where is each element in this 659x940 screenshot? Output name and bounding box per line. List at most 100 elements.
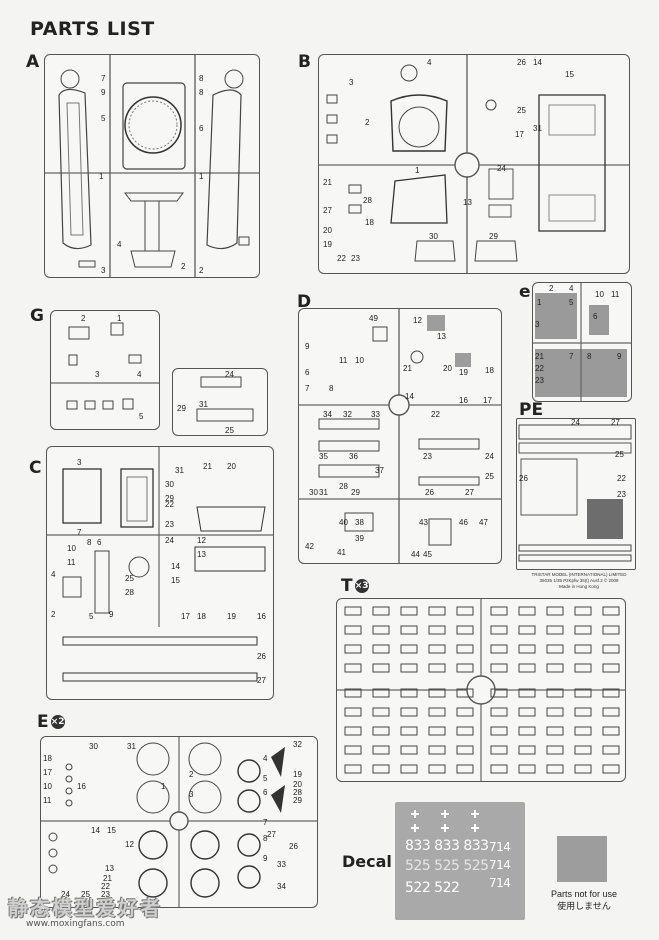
track-link	[372, 663, 390, 673]
svg-text:21: 21	[323, 178, 332, 187]
track-link	[456, 663, 474, 673]
sprue-c-drawing: 3 21 20 30 10 11 12 13 14 15 16 17 18 19…	[47, 447, 273, 685]
svg-text:1: 1	[199, 172, 204, 181]
track-link	[344, 764, 362, 774]
svg-text:19: 19	[459, 368, 468, 377]
svg-text:32: 32	[343, 410, 352, 419]
svg-text:3: 3	[77, 458, 82, 467]
section-letter-t: T	[341, 576, 353, 596]
track-link	[518, 745, 536, 755]
decal-side-2: 714	[489, 858, 511, 872]
decal-sheet: 833 833 833 525 525 525 522 522 714 714 …	[395, 802, 525, 920]
sprue-e-small-drawing: 2 1 4 5 10 11 6 3 21 22 23 7 8 9	[533, 283, 631, 401]
svg-text:23: 23	[101, 890, 110, 899]
multiplier-badge-t: ×3	[354, 579, 369, 593]
svg-text:29: 29	[165, 494, 174, 503]
sprue-b-drawing: 4 26 14 15 25 31 17 24 13 30 29 21 27 20…	[319, 55, 629, 273]
track-link	[428, 644, 446, 654]
svg-text:16: 16	[77, 782, 86, 791]
svg-text:17: 17	[43, 768, 52, 777]
svg-text:24: 24	[485, 452, 494, 461]
svg-text:28: 28	[125, 588, 134, 597]
svg-text:10: 10	[67, 544, 76, 553]
svg-text:12: 12	[125, 840, 134, 849]
track-link	[456, 625, 474, 635]
sprue-t	[336, 598, 626, 782]
svg-text:31: 31	[319, 488, 328, 497]
svg-text:30: 30	[309, 488, 318, 497]
track-link	[518, 625, 536, 635]
track-link	[490, 707, 508, 717]
svg-text:8: 8	[199, 74, 204, 83]
svg-text:2: 2	[51, 610, 56, 619]
track-link	[574, 688, 592, 698]
svg-text:8: 8	[587, 352, 592, 361]
svg-text:7: 7	[305, 384, 310, 393]
track-link	[456, 688, 474, 698]
svg-text:20: 20	[443, 364, 452, 373]
track-link	[344, 745, 362, 755]
svg-text:23: 23	[535, 376, 544, 385]
svg-text:10: 10	[595, 290, 604, 299]
svg-text:5: 5	[101, 114, 106, 123]
track-link	[602, 688, 620, 698]
svg-text:43: 43	[419, 518, 428, 527]
track-link	[574, 726, 592, 736]
parts-not-for-use-swatch	[557, 836, 607, 882]
track-link	[518, 606, 536, 616]
sprue-g: 2 1 3 4 5	[50, 310, 160, 430]
svg-text:29: 29	[293, 796, 302, 805]
track-link	[344, 688, 362, 698]
svg-text:31: 31	[175, 466, 184, 475]
track-link	[400, 707, 418, 717]
svg-text:4: 4	[137, 370, 142, 379]
section-letter-e: E	[37, 712, 49, 732]
decal-row-1: 833 833 833	[405, 838, 489, 854]
track-link	[372, 745, 390, 755]
track-link	[546, 764, 564, 774]
track-link	[546, 606, 564, 616]
page-title: PARTS LIST	[30, 18, 155, 40]
svg-text:23: 23	[165, 520, 174, 529]
svg-text:27: 27	[323, 206, 332, 215]
svg-text:7: 7	[77, 528, 82, 537]
svg-text:27: 27	[611, 419, 620, 427]
svg-text:26: 26	[517, 58, 526, 67]
svg-text:17: 17	[483, 396, 492, 405]
svg-text:47: 47	[479, 518, 488, 527]
svg-text:21: 21	[535, 352, 544, 361]
svg-text:22: 22	[535, 364, 544, 373]
track-link	[400, 644, 418, 654]
track-link	[428, 707, 446, 717]
sprue-c-small-drawing: 24 29 31 25	[177, 370, 254, 435]
multiplier-badge-e: ×2	[50, 715, 65, 729]
svg-text:26: 26	[519, 474, 528, 483]
track-link	[574, 625, 592, 635]
track-link	[456, 606, 474, 616]
track-link	[490, 726, 508, 736]
sprue-d: 49 12 13 9 11 10 20 21 19 18 14 16 17 33…	[298, 308, 502, 564]
svg-text:14: 14	[533, 58, 542, 67]
svg-text:25: 25	[225, 426, 234, 435]
svg-text:27: 27	[465, 488, 474, 497]
svg-text:10: 10	[355, 356, 364, 365]
svg-text:35: 35	[319, 452, 328, 461]
svg-text:14: 14	[405, 392, 414, 401]
svg-text:6: 6	[305, 368, 310, 377]
track-link	[428, 663, 446, 673]
svg-text:25: 25	[485, 472, 494, 481]
track-link	[546, 644, 564, 654]
svg-text:7: 7	[101, 74, 106, 83]
svg-text:30: 30	[89, 742, 98, 751]
svg-text:4: 4	[569, 284, 574, 293]
decal-side-1: 714	[489, 840, 511, 854]
svg-text:18: 18	[485, 366, 494, 375]
svg-text:19: 19	[227, 612, 236, 621]
svg-text:34: 34	[323, 410, 332, 419]
section-label-e-small: e	[519, 282, 531, 302]
svg-text:24: 24	[225, 370, 234, 379]
svg-text:14: 14	[171, 562, 180, 571]
svg-text:11: 11	[339, 356, 348, 365]
svg-text:12: 12	[413, 316, 422, 325]
svg-text:29: 29	[177, 404, 186, 413]
